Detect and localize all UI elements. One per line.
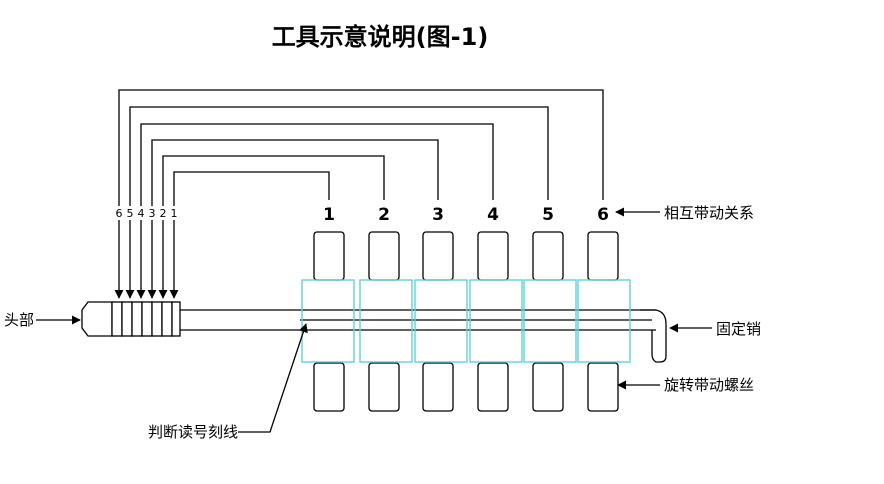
connector [140,123,494,206]
module-section [414,279,468,363]
ring-number: 1 [171,207,178,220]
connector-lines [114,89,604,299]
upper-screw [368,231,400,281]
upper-screw [532,231,564,281]
column-number: 3 [432,205,444,225]
module-section [523,279,577,363]
module-section [359,279,413,363]
connector [118,89,604,206]
column-number-labels: 1 2 3 4 5 6 [323,205,609,225]
upper-screw [422,231,454,281]
column-number: 1 [323,205,335,225]
ring-number: 4 [138,207,145,220]
module-section [469,279,523,363]
label-head: 头部 [4,311,34,329]
fixed-pin-hook [640,309,667,363]
ring-number: 2 [160,207,167,220]
diagram-title: 工具示意说明(图-1) [272,23,489,51]
upper-screw [477,231,509,281]
ring-number: 5 [127,207,134,220]
module-section [577,279,631,363]
connector [129,106,549,206]
label-fixed-pin: 固定销 [716,320,761,338]
label-mutual-drive: 相互带动关系 [664,204,754,222]
upper-screw [313,231,345,281]
connector [162,155,385,206]
connector [173,171,330,206]
column-number: 6 [597,205,609,225]
lower-screw [587,362,619,412]
column-number: 4 [487,205,499,225]
tool-head [81,301,181,337]
module-section [301,279,355,363]
lower-screw [313,362,345,412]
label-reading-line: 判断读号刻线 [148,423,238,441]
label-rotary-screw: 旋转带动螺丝 [664,376,754,394]
upper-screw [587,231,619,281]
lower-screw [422,362,454,412]
lower-screw [368,362,400,412]
lower-screw [532,362,564,412]
column-number: 2 [378,205,390,225]
column-number: 5 [542,205,554,225]
connector [151,139,439,206]
lower-screw [477,362,509,412]
ring-number: 3 [149,207,156,220]
ring-number: 6 [116,207,123,220]
tool-shaft [180,309,656,331]
screw-modules [301,231,631,412]
